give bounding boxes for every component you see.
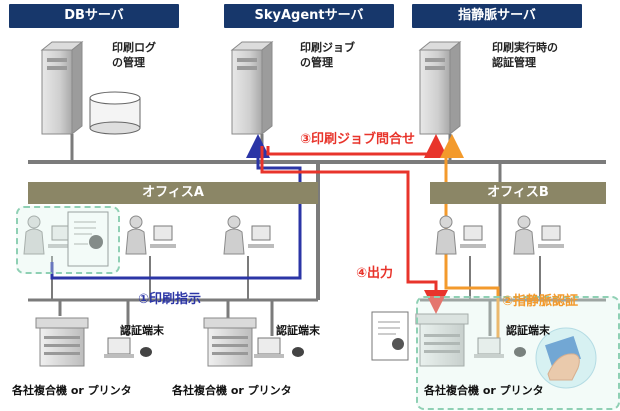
office-a-pc-highlight <box>16 206 120 274</box>
printer-mfp-icon <box>35 317 89 367</box>
skyagent-note-line2: の管理 <box>300 56 333 69</box>
office-b-bar: オフィスB <box>430 182 606 204</box>
db-server-note: 印刷ログ の管理 <box>112 40 156 70</box>
mfp-label-1: 各社複合機 or プリンタ <box>12 384 132 397</box>
auth-terminal-label-3: 認証端末 <box>506 324 550 337</box>
step1-label: ①印刷指示 <box>138 292 202 307</box>
office-a-bar: オフィスA <box>28 182 318 204</box>
office-b-output-highlight <box>416 296 620 410</box>
pc-user-icon <box>125 215 176 255</box>
pc-user-icon <box>23 215 74 255</box>
db-server-header: DBサーバ <box>9 4 179 28</box>
auth-terminal-icon <box>104 337 152 358</box>
vein-server-note: 印刷実行時の 認証管理 <box>492 40 558 70</box>
pc-user-icon <box>513 215 564 255</box>
auth-terminal-icon <box>254 337 304 358</box>
server-tower-icon <box>418 40 462 136</box>
step2-label: ②指静脈認証 <box>502 294 579 309</box>
db-note-line2: の管理 <box>112 56 145 69</box>
printer-mfp-icon <box>203 317 257 367</box>
printer-mfp-icon <box>415 313 469 367</box>
finger-vein-scan-icon <box>535 327 597 389</box>
auth-terminal-label-1: 認証端末 <box>120 324 164 337</box>
skyagent-server-header: SkyAgentサーバ <box>224 4 394 28</box>
server-tower-icon <box>40 40 84 136</box>
mfp-label-3: 各社複合機 or プリンタ <box>424 384 544 397</box>
database-cylinder-icon <box>89 91 141 135</box>
pc-user-icon <box>435 215 486 255</box>
vein-note-line2: 認証管理 <box>492 56 536 69</box>
skyagent-server-note: 印刷ジョブ の管理 <box>300 40 355 70</box>
step4-label: ④出力 <box>356 266 394 281</box>
server-tower-icon <box>230 40 274 136</box>
vein-server-header: 指静脈サーバ <box>412 4 582 28</box>
auth-terminal-icon <box>474 337 526 358</box>
auth-terminal-label-2: 認証端末 <box>276 324 320 337</box>
db-note-line1: 印刷ログ <box>112 41 156 54</box>
document-icon <box>67 211 109 267</box>
skyagent-note-line1: 印刷ジョブ <box>300 41 355 54</box>
pc-user-icon <box>223 215 274 255</box>
document-icon <box>371 311 409 361</box>
vein-note-line1: 印刷実行時の <box>492 41 558 54</box>
mfp-label-2: 各社複合機 or プリンタ <box>172 384 292 397</box>
step3-label: ③印刷ジョブ問合せ <box>298 128 418 147</box>
